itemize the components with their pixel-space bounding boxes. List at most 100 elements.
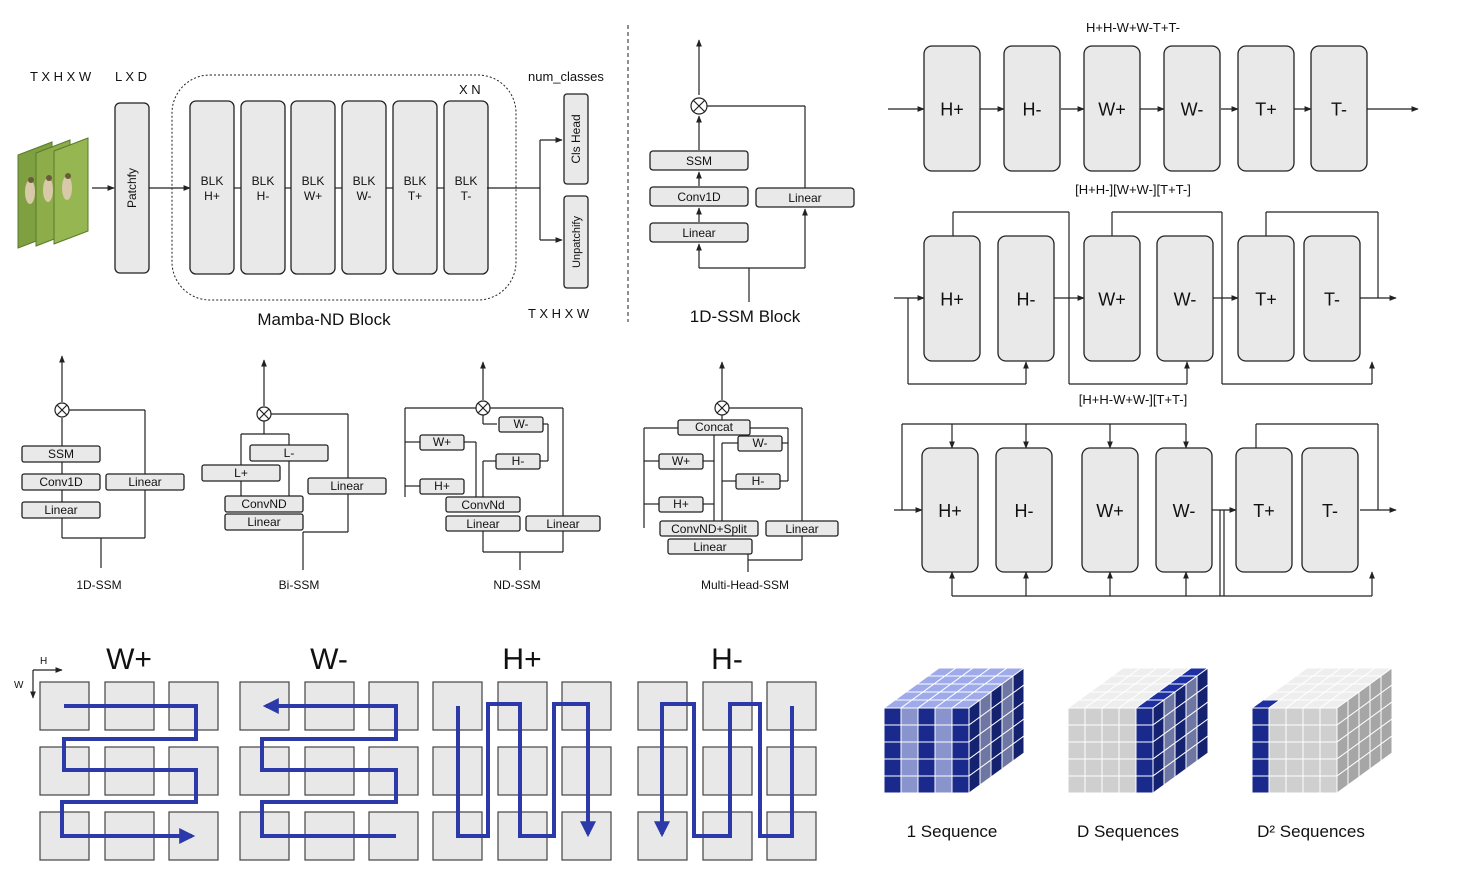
w-plus-label: W+ <box>433 435 451 449</box>
w-minus-label: W- <box>752 436 767 450</box>
order-block-label: T- <box>1324 290 1340 310</box>
conv-label: ConvND <box>241 497 287 511</box>
variant-nd-ssm: W- W+ H- H+ ConvNd Linear Linear ND-SSM <box>405 362 600 592</box>
voxel-cube <box>1068 668 1208 793</box>
linear-right-label: Linear <box>330 479 363 493</box>
order-block-label: T- <box>1322 501 1338 521</box>
scan-title: W- <box>310 643 348 676</box>
input-dims-label: T X H X W <box>30 69 92 84</box>
order-block-label: H- <box>1017 290 1036 310</box>
blk-label: BLK <box>302 174 325 188</box>
blk-block-row: BLKH+BLKH-BLKW+BLKW-BLKT+BLKT- <box>190 101 488 274</box>
cls-head-label: Cls Head <box>569 114 583 163</box>
scan-cell <box>703 747 752 795</box>
axis-w-label: W <box>14 680 24 691</box>
order-block-label: H+ <box>938 501 962 521</box>
variant-bi-ssm: L- L+ ConvND Linear Linear Bi-SSM <box>202 360 386 592</box>
blk-dir-label: T- <box>461 189 472 203</box>
linear-right-label: Linear <box>785 522 818 536</box>
conv-label: Conv1D <box>39 475 83 489</box>
h-plus-label: H+ <box>673 497 689 511</box>
blk-dir-label: H+ <box>204 189 220 203</box>
order-block-label: W+ <box>1098 100 1126 120</box>
linear-right-label: Linear <box>128 475 161 489</box>
order-block-label: W+ <box>1098 290 1126 310</box>
mamba-nd-overview: T X H X W L X D Patchfy X N BLKH+BLKH-BL… <box>18 69 604 329</box>
ssm-label: SSM <box>48 447 74 461</box>
blk-label: BLK <box>353 174 376 188</box>
unpatchify-label: Unpatchify <box>571 216 583 268</box>
order-label-2: [H+H-][W+W-][T+T-] <box>1075 182 1191 197</box>
conv-split-label: ConvND+Split <box>671 522 747 536</box>
output-dims-label: T X H X W <box>528 306 590 321</box>
l-plus-label: L+ <box>234 466 248 480</box>
cube-caption-2: D Sequences <box>1077 822 1179 841</box>
axis-h-label: H <box>40 656 47 667</box>
order-block-label: W- <box>1173 501 1196 521</box>
scan-title: H- <box>711 643 743 676</box>
scan-patterns: H W W+ W- H+ H- <box>14 643 816 860</box>
repeat-label: X N <box>459 82 481 97</box>
blk-label: BLK <box>455 174 478 188</box>
sequence-cubes: 1 Sequence D Sequences D² Sequences <box>884 668 1392 841</box>
order-block-label: W- <box>1174 290 1197 310</box>
variant-caption: 1D-SSM <box>76 578 121 592</box>
conv1d-label: Conv1D <box>677 190 721 204</box>
order-label-1: H+H-W+W-T+T- <box>1086 20 1180 35</box>
linear-right-label: Linear <box>788 191 821 205</box>
blk-dir-label: H- <box>257 189 270 203</box>
linear-label: Linear <box>44 503 77 517</box>
blk-dir-label: W- <box>356 189 371 203</box>
conv-label: ConvNd <box>461 498 504 512</box>
scan-order-rows: H+H-W+W-T+T- [H+H-][W+W-][T+T-] [H+H-W+W… <box>888 20 1418 596</box>
order-block-label: H+ <box>940 100 964 120</box>
ssm-block-diagram: SSM Conv1D Linear Linear 1D-SSM Block <box>650 40 854 326</box>
ssm-label: SSM <box>686 154 712 168</box>
order-block-label: H- <box>1015 501 1034 521</box>
variant-caption: ND-SSM <box>493 578 540 592</box>
variant-caption: Multi-Head-SSM <box>701 578 789 592</box>
h-minus-label: H- <box>512 454 525 468</box>
order-block-label: W+ <box>1096 501 1124 521</box>
order-block-label: H- <box>1023 100 1042 120</box>
num-classes-label: num_classes <box>528 69 604 84</box>
order-block-label: W- <box>1181 100 1204 120</box>
blk-dir-label: T+ <box>408 189 422 203</box>
cube-caption-3: D² Sequences <box>1257 822 1365 841</box>
h-plus-label: H+ <box>434 479 450 493</box>
w-minus-label: W- <box>513 417 528 431</box>
embed-dims-label: L X D <box>115 69 147 84</box>
order-block-label: T- <box>1331 100 1347 120</box>
w-plus-label: W+ <box>672 454 690 468</box>
variant-caption: Bi-SSM <box>279 578 320 592</box>
order-label-3: [H+H-W+W-][T+T-] <box>1079 392 1187 407</box>
mamba-nd-caption: Mamba-ND Block <box>257 310 391 329</box>
linear-label: Linear <box>693 540 726 554</box>
blk-label: BLK <box>252 174 275 188</box>
order-block-label: T+ <box>1255 100 1277 120</box>
concat-label: Concat <box>695 420 734 434</box>
scan-cell <box>498 747 547 795</box>
voxel-cube <box>1252 668 1392 793</box>
scan-title: H+ <box>502 643 541 676</box>
blk-label: BLK <box>404 174 427 188</box>
blk-dir-label: W+ <box>304 189 322 203</box>
scan-title: W+ <box>106 643 152 676</box>
linear-label: Linear <box>247 515 280 529</box>
order-block-label: T+ <box>1253 501 1275 521</box>
l-minus-label: L- <box>284 446 295 460</box>
cube-caption-1: 1 Sequence <box>907 822 998 841</box>
voxel-cube <box>884 668 1024 793</box>
variant-multi-head-ssm: Concat W- W+ H- H+ ConvND+Split Linear L… <box>644 362 838 592</box>
variant-1d-ssm: SSM Conv1D Linear Linear 1D-SSM <box>22 356 184 592</box>
h-minus-label: H- <box>752 474 765 488</box>
ssm-block-caption: 1D-SSM Block <box>690 307 801 326</box>
patchify-label: Patchfy <box>125 168 139 208</box>
order-block-label: H+ <box>940 290 964 310</box>
blk-label: BLK <box>201 174 224 188</box>
linear-right-label: Linear <box>546 517 579 531</box>
linear-left-label: Linear <box>682 226 715 240</box>
order-block-label: T+ <box>1255 290 1277 310</box>
input-video-frames <box>18 138 88 248</box>
